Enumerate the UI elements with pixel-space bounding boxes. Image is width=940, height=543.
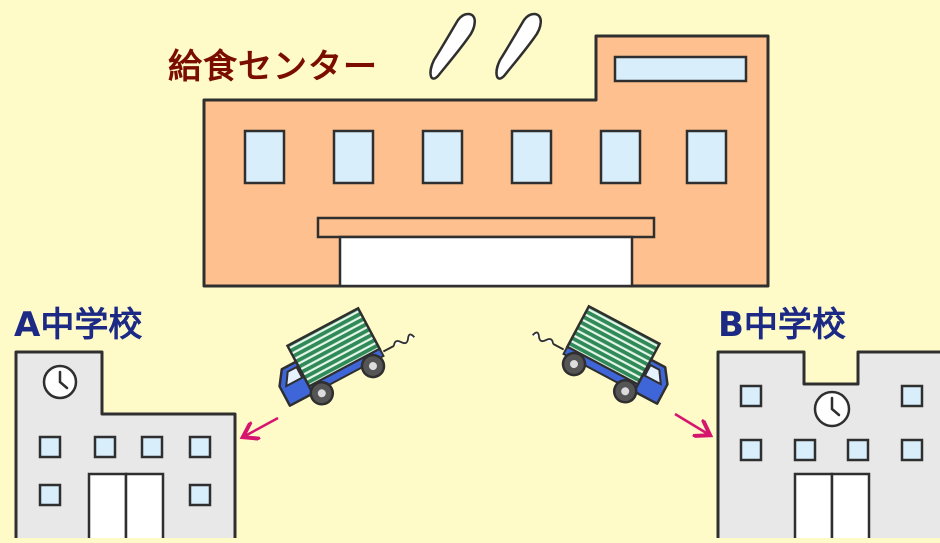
school-a-label: A中学校 — [14, 305, 143, 345]
center-windows — [243, 129, 728, 185]
clock-icon — [42, 364, 78, 400]
steam-icon — [429, 12, 542, 80]
arrow-icon — [245, 416, 279, 436]
lunch-center-label: 給食センター — [168, 47, 378, 87]
school-b-windows — [739, 384, 924, 462]
exhaust-icon — [382, 333, 415, 353]
center-top-window — [613, 55, 748, 83]
school-b-building — [716, 350, 940, 542]
school-b-door — [793, 472, 871, 542]
school-a-building — [14, 350, 237, 542]
school-a-windows — [38, 435, 212, 507]
arrow-icon — [674, 412, 708, 434]
center-garage — [338, 235, 634, 288]
truck-icon — [532, 304, 669, 405]
exhaust-icon — [532, 331, 565, 351]
clock-icon — [813, 390, 851, 428]
center-canopy — [316, 216, 656, 239]
school-a-door — [87, 472, 165, 542]
school-b-label: B中学校 — [718, 305, 846, 345]
lunch-center-building — [202, 34, 770, 288]
truck-icon — [278, 306, 415, 407]
